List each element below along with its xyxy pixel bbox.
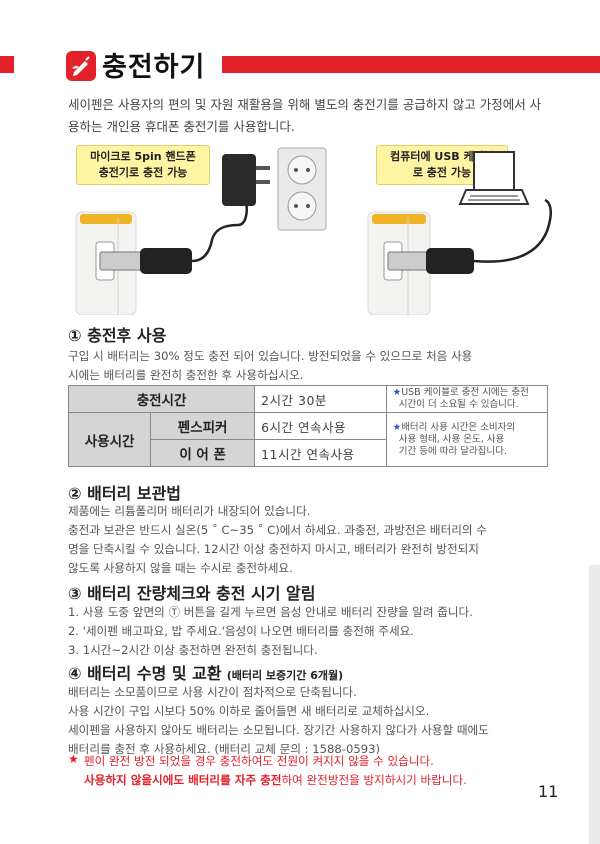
table-label-use-time: 사용시간	[67, 412, 152, 467]
text-line: 세이펜을 사용하지 않아도 배터리는 소모됩니다. 장기간 사용하지 않다가 사…	[68, 723, 489, 737]
table-row: 이 어 폰 11시간 연속사용	[69, 439, 548, 467]
warning-rest: 하여 완전방전을 방지하시기 바랍니다.	[281, 773, 467, 787]
text-line: 시에는 배터리를 완전히 충전한 후 사용하십시오.	[68, 368, 304, 382]
warning-line: 펜이 완전 방전 되었을 경우 충전하여도 전원이 켜지지 않을 수 있습니다.	[84, 754, 434, 768]
note-line: 배터리 사용 시간은 소비자의	[401, 421, 516, 433]
table-row: 사용시간 펜스피커 6시간 연속사용 ★배터리 사용 시간은 소비자의 사용 형…	[67, 412, 549, 467]
section-subtitle-warranty: (배터리 보증기간 6개월)	[226, 669, 344, 682]
table-value-earphone: 11시간 연속사용	[254, 439, 387, 467]
section-heading-battery-life: ④ 배터리 수명 및 교환 (배터리 보증기간 6개월)	[68, 660, 343, 684]
callout-micro-5pin: 마이크로 5pin 핸드폰 충전기로 충전 가능	[76, 145, 210, 185]
table-value-speaker: 6시간 연속사용	[254, 412, 387, 440]
section-text-after-charge: 구입 시 배터리는 30% 정도 충전 되어 있습니다. 방전되었을 수 있으므…	[68, 347, 548, 385]
table-label-charge-time: 충전시간	[67, 385, 256, 413]
text-line: 3. 1시간~2시간 이상 충전하면 완전히 충전됩니다.	[68, 643, 318, 657]
section-text-battery-storage: 제품에는 리튬폴리머 배터리가 내장되어 있습니다. 충전과 보관은 반드시 실…	[68, 502, 550, 578]
callout-line: 컴퓨터에 USB 케이블	[390, 150, 494, 163]
star-icon: ★	[68, 752, 79, 766]
table-note-use: ★배터리 사용 시간은 소비자의 사용 형태, 사용 온도, 사용 기간 등에 …	[385, 412, 549, 467]
intro-text: 세이펜은 사용자의 편의 및 자원 재활용을 위해 별도의 충전기를 공급하지 …	[68, 97, 542, 134]
table-value-charge-time: 2시간 30분	[254, 385, 387, 413]
page-number: 11	[538, 782, 559, 801]
charging-illustration	[75, 147, 553, 315]
table-label-earphone: 이 어 폰	[150, 439, 256, 467]
warning-emphasis: 사용하지 않을시에도 배터리를 자주 충전	[84, 773, 282, 787]
section-title-after-charge: ① 충전후 사용	[68, 326, 167, 345]
section-title-battery-life: ④ 배터리 수명 및 교환	[68, 664, 222, 683]
text-line: 충전과 보관은 반드시 실온(5 ˚ C~35 ˚ C)에서 하세요. 과충전,…	[68, 523, 487, 537]
text-line: 배터리는 소모품이므로 사용 시간이 점차적으로 단축됩니다.	[68, 685, 357, 699]
section-text-battery-life: 배터리는 소모품이므로 사용 시간이 점차적으로 단축됩니다. 사용 시간이 구…	[68, 683, 550, 759]
note-line: USB 케이블로 충전 시에는 충전	[401, 387, 529, 398]
usb-plug-right	[387, 198, 553, 274]
text-line: 구입 시 배터리는 30% 정도 충전 되어 있습니다. 방전되었을 수 있으므…	[68, 349, 473, 363]
power-adapter	[222, 154, 270, 206]
text-line: 배터리를 충전 후 사용하세요. (배터리 교체 문의 : 1588-0593)	[68, 742, 380, 756]
text-line: 제품에는 리튬폴리머 배터리가 내장되어 있습니다.	[68, 504, 311, 518]
text-line: 명을 단축시킬 수 있습니다. 12시간 이상 충전하지 마시고, 배터리가 완…	[68, 542, 479, 556]
warning-note: 펜이 완전 방전 되었을 경우 충전하여도 전원이 켜지지 않을 수 있습니다.…	[84, 752, 554, 790]
section-title-battery-storage: ② 배터리 보관법	[68, 484, 182, 503]
text-line: 2. '세이펜 배고파요, 밥 주세요.'음성이 나오면 배터리를 충전해 주세…	[68, 624, 414, 638]
table-note-charge: ★USB 케이블로 충전 시에는 충전 시간이 더 소요될 수 있습니다.	[385, 385, 549, 413]
callout-line: 로 충전 가능	[412, 166, 472, 179]
text-line: 사용 시간이 구입 시보다 50% 이하로 줄어들면 새 배터리로 교체하십시오…	[68, 704, 430, 718]
header-bar-right	[222, 56, 600, 73]
note-line: 기간 등에 따라 달라집니다.	[398, 445, 507, 457]
callout-line: 마이크로 5pin 핸드폰	[90, 150, 196, 163]
warning-line-2: 사용하지 않을시에도 배터리를 자주 충전하여 완전방전을 방지하시기 바랍니다…	[84, 771, 554, 790]
laptop-icon	[458, 151, 530, 205]
text-line: 1. 사용 도중 앞면의 Ⓣ 버튼을 길게 누르면 음성 안내로 배터리 잔량을…	[68, 605, 473, 619]
note-line: 사용 형태, 사용 온도, 사용	[398, 433, 505, 445]
spec-table: 충전시간 2시간 30분 ★USB 케이블로 충전 시에는 충전 시간이 더 소…	[67, 385, 549, 467]
wall-outlet	[277, 147, 327, 231]
table-label-speaker: 펜스피커	[150, 412, 256, 440]
side-edge-bar	[589, 565, 600, 844]
section-title-battery-check: ③ 배터리 잔량체크와 충전 시기 알림	[68, 584, 316, 603]
section-text-battery-check: 1. 사용 도중 앞면의 Ⓣ 버튼을 길게 누르면 음성 안내로 배터리 잔량을…	[68, 603, 550, 660]
text-line: 않도록 사용하지 않을 때는 수시로 충전하세요.	[68, 561, 293, 575]
note-line: 시간이 더 소요될 수 있습니다.	[398, 399, 519, 410]
page-title: 충전하기	[102, 52, 206, 83]
callout-line: 충전기로 충전 가능	[98, 166, 188, 179]
table-row: 충전시간 2시간 30분 ★USB 케이블로 충전 시에는 충전 시간이 더 소…	[67, 385, 549, 413]
pen-icon	[66, 51, 96, 81]
header-bar-left	[0, 56, 14, 73]
